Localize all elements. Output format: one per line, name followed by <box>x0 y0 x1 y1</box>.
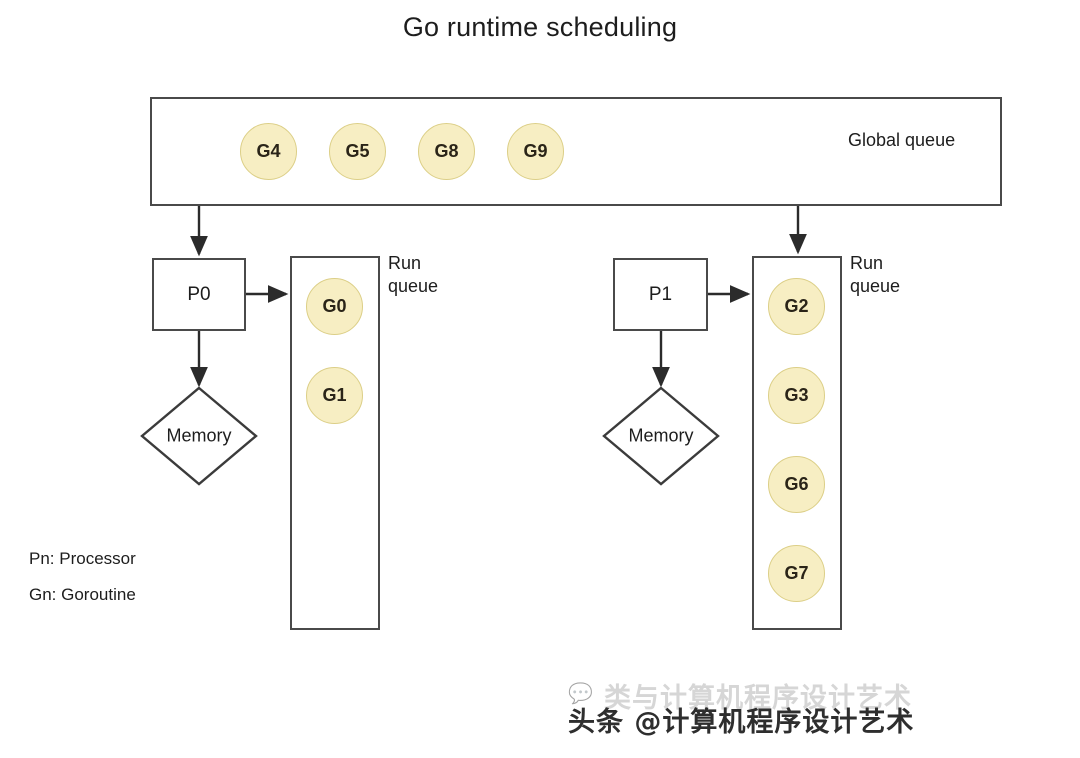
memory-p1-label: Memory <box>628 425 694 446</box>
memory-p0: Memory <box>142 388 256 484</box>
run-queue-p1-label: Run queue <box>850 253 901 296</box>
goroutine-g3[interactable]: G3 <box>768 367 825 424</box>
memory-p0-label: Memory <box>166 425 232 446</box>
processor-p1-label: P1 <box>648 283 673 305</box>
goroutine-g0[interactable]: G0 <box>306 278 363 335</box>
goroutine-g6[interactable]: G6 <box>768 456 825 513</box>
global-queue-label: Global queue <box>848 130 956 150</box>
processor-p0-box[interactable]: P0 <box>152 258 246 331</box>
legend-processor: Pn: Processor <box>29 549 136 568</box>
memory-p1: Memory <box>604 388 718 484</box>
goroutine-g8[interactable]: G8 <box>418 123 475 180</box>
processor-p1-box[interactable]: P1 <box>613 258 708 331</box>
legend-goroutine: Gn: Goroutine <box>29 585 136 604</box>
processor-p0-label: P0 <box>187 283 211 305</box>
goroutine-g2[interactable]: G2 <box>768 278 825 335</box>
goroutine-g7[interactable]: G7 <box>768 545 825 602</box>
goroutine-g9[interactable]: G9 <box>507 123 564 180</box>
goroutine-g1[interactable]: G1 <box>306 367 363 424</box>
watermark-text: 头条 @计算机程序设计艺术 <box>568 707 915 738</box>
goroutine-g4[interactable]: G4 <box>240 123 297 180</box>
page-title: Go runtime scheduling <box>402 12 678 42</box>
run-queue-p0-label: Run queue <box>388 253 439 296</box>
goroutine-g5[interactable]: G5 <box>329 123 386 180</box>
watermark-bubble-icon: 💬 <box>568 681 593 705</box>
watermark-ghost-text: 类与计算机程序设计艺术 <box>604 683 912 714</box>
